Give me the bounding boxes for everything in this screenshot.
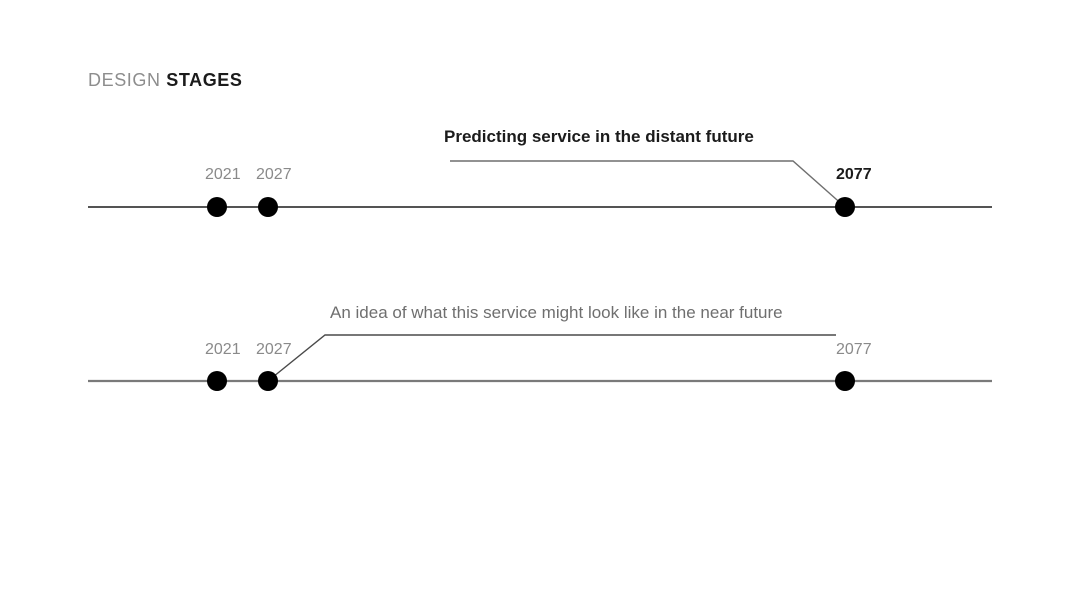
milestone-dot-near-future-2021[interactable]	[207, 371, 227, 391]
caption-connector-near-future	[267, 334, 836, 382]
page-title: DESIGN STAGES	[88, 68, 243, 92]
milestone-year-label-near-future-2077: 2077	[836, 341, 872, 358]
milestone-year-label-distant-future-2027: 2027	[256, 166, 292, 183]
caption-connector-distant-future	[450, 160, 846, 208]
timeline-caption-distant-future: Predicting service in the distant future	[444, 127, 754, 146]
page-title-bold-word: STAGES	[166, 70, 243, 90]
milestone-dot-near-future-2027[interactable]	[258, 371, 278, 391]
milestone-year-label-near-future-2021: 2021	[205, 341, 241, 358]
milestone-year-label-distant-future-2021: 2021	[205, 166, 241, 183]
milestone-year-label-near-future-2027: 2027	[256, 341, 292, 358]
milestone-dot-distant-future-2077[interactable]	[835, 197, 855, 217]
milestone-dot-near-future-2077[interactable]	[835, 371, 855, 391]
milestone-year-label-distant-future-2077: 2077	[836, 166, 872, 183]
milestone-dot-distant-future-2021[interactable]	[207, 197, 227, 217]
milestone-dot-distant-future-2027[interactable]	[258, 197, 278, 217]
timeline-caption-near-future: An idea of what this service might look …	[330, 303, 783, 322]
page-title-light-word: DESIGN	[88, 70, 161, 90]
